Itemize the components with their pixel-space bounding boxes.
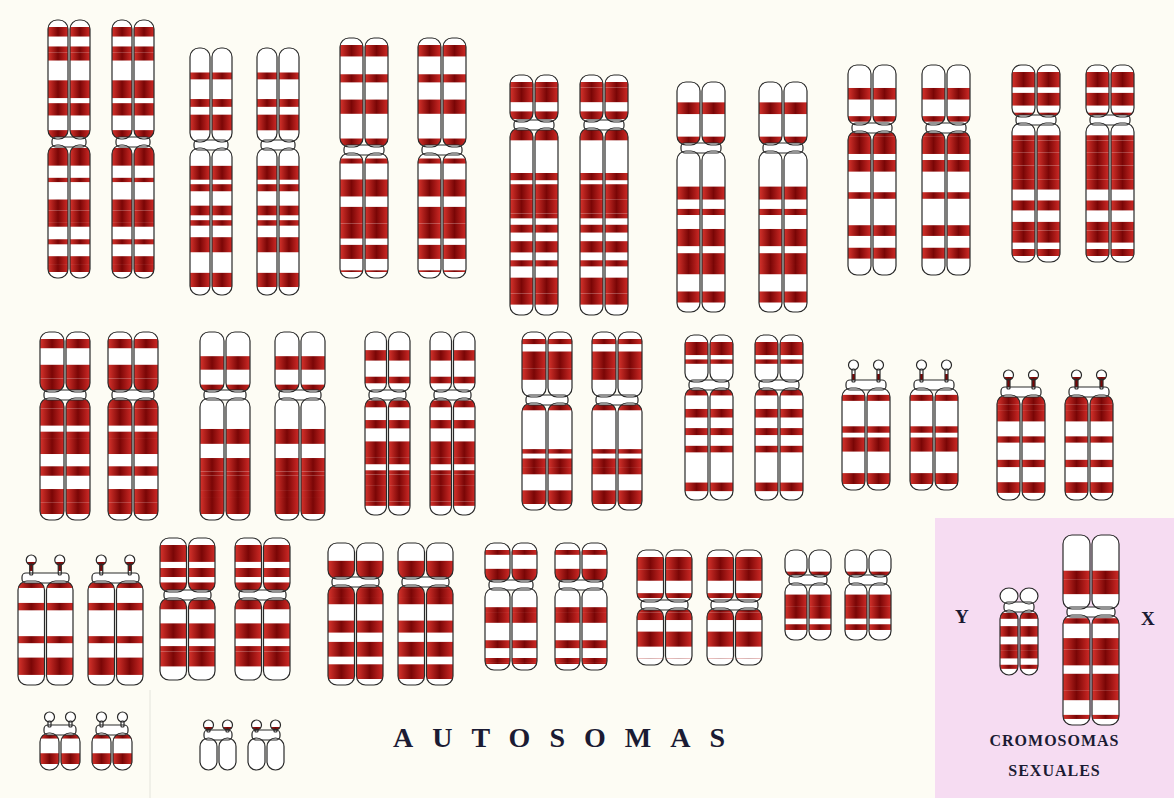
chromosome xyxy=(92,712,132,770)
chromosome xyxy=(365,332,410,515)
chromosome-bands xyxy=(257,72,299,287)
chromosome-letter: Y xyxy=(955,606,969,628)
chromosome-bands xyxy=(48,27,90,272)
chromosome xyxy=(418,38,466,278)
chromosome-bands xyxy=(845,572,891,630)
chromosome-bands xyxy=(910,374,958,484)
chromosome-bands xyxy=(755,342,803,491)
chromosome xyxy=(1000,588,1038,675)
chromosome-bands xyxy=(677,102,725,302)
chromosome-bands xyxy=(1065,377,1113,493)
chromosome xyxy=(257,48,299,295)
chromosome-bands xyxy=(18,562,73,675)
chromosome xyxy=(842,360,890,490)
chromosome xyxy=(112,20,154,278)
chromosome xyxy=(707,550,762,665)
chromosome-bands xyxy=(430,350,475,506)
chromosome-bands xyxy=(997,377,1045,493)
chromosome-bands xyxy=(365,350,410,506)
chromosome xyxy=(275,332,325,520)
chromosome xyxy=(848,65,896,275)
chromosome-bands xyxy=(200,356,250,514)
chromosome-bands xyxy=(685,342,733,491)
chromosome-bands xyxy=(555,550,607,664)
chromosome xyxy=(510,75,558,315)
separator-line xyxy=(150,690,151,798)
chromosome xyxy=(592,332,642,510)
chromosome xyxy=(910,360,958,490)
chromosome xyxy=(200,720,236,770)
chromosome-bands xyxy=(1000,613,1038,669)
chromosome xyxy=(637,550,692,665)
chromosome-bands xyxy=(759,102,807,302)
chromosome-bands xyxy=(92,735,132,764)
chromosome xyxy=(485,543,537,670)
chromosome xyxy=(328,543,383,685)
group-label: AUTOSOMAS xyxy=(393,722,744,754)
chromosome-bands xyxy=(785,572,831,630)
chromosome xyxy=(785,550,831,640)
chromosome xyxy=(40,712,80,770)
chromosome xyxy=(1012,65,1060,262)
chromosome-letter: X xyxy=(1141,608,1155,630)
chromosome-bands xyxy=(1063,571,1119,719)
chromosome-bands xyxy=(235,545,290,666)
chromosome xyxy=(1063,535,1119,725)
chromosome xyxy=(200,332,250,520)
chromosome-bands xyxy=(522,339,572,504)
chromosome xyxy=(398,543,453,685)
chromosome xyxy=(1086,65,1134,262)
chromosome xyxy=(555,543,607,670)
chromosome xyxy=(1065,370,1113,500)
chromosome xyxy=(845,550,891,640)
chromosome xyxy=(755,335,803,500)
chromosome-bands xyxy=(1086,72,1134,256)
chromosome xyxy=(430,332,475,515)
chromosome xyxy=(40,332,90,520)
chromosome-bands xyxy=(40,339,90,514)
chromosome-bands xyxy=(510,82,558,305)
chromosome xyxy=(248,720,284,770)
panel-caption: CROMOSOMAS SEXUALES xyxy=(945,726,1164,786)
chromosome-bands xyxy=(1012,72,1060,256)
chromosome-bands xyxy=(160,545,215,666)
chromosome-bands xyxy=(418,45,466,272)
chromosome-bands xyxy=(112,27,154,272)
chromosome xyxy=(88,555,143,685)
chromosome-bands xyxy=(340,45,388,272)
chromosome-bands xyxy=(922,88,970,259)
chromosome-bands xyxy=(580,82,628,305)
chromosome xyxy=(160,538,215,680)
chromosome xyxy=(685,335,733,500)
chromosome xyxy=(235,538,290,680)
chromosome-bands xyxy=(88,562,143,675)
chromosome-bands xyxy=(592,339,642,504)
chromosome xyxy=(677,82,725,312)
chromosome-bands xyxy=(275,356,325,514)
chromosome xyxy=(340,38,388,278)
chromosome-bands xyxy=(842,374,890,484)
chromosome xyxy=(522,332,572,510)
chromosome xyxy=(48,20,90,278)
chromosome xyxy=(759,82,807,312)
chromosome-bands xyxy=(190,72,232,287)
chromosome xyxy=(108,332,158,520)
chromosome xyxy=(997,370,1045,500)
chromosome-bands xyxy=(108,339,158,514)
chromosome-bands xyxy=(848,88,896,259)
chromosome-bands xyxy=(485,550,537,664)
chromosome xyxy=(922,65,970,275)
chromosome xyxy=(580,75,628,315)
sex-chromosome-illustration xyxy=(935,518,1174,798)
chromosome-bands xyxy=(40,735,80,764)
chromosome xyxy=(18,555,73,685)
sex-chromosome-panel: Y X CROMOSOMAS SEXUALES xyxy=(935,518,1174,798)
chromosome xyxy=(190,48,232,295)
